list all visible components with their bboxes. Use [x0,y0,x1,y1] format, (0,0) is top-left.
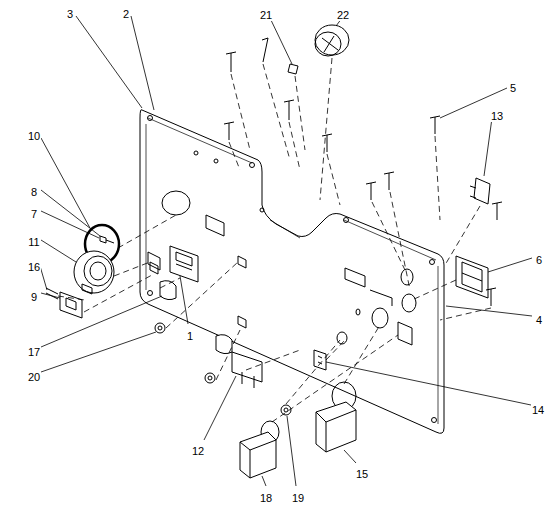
callout-holder: 20 [27,367,41,385]
assembly-lines [58,58,491,422]
connector-block [60,292,82,318]
callout-holder: 18 [259,488,273,506]
callout-number: 19 [291,492,305,504]
callout-holder: 7 [30,204,38,222]
callout-number: 6 [535,254,543,266]
leader-lines [40,16,532,486]
callout-number: 5 [509,82,517,94]
screw-small [100,236,114,243]
callout-number: 11 [27,236,40,248]
callout-holder: 2 [122,4,130,22]
clip [288,64,298,74]
switch-contact [314,350,326,370]
callout-number: 9 [30,291,38,303]
callout-holder: 15 [355,464,369,482]
nut [155,323,165,333]
callout-number: 7 [30,208,38,220]
callout-holder: 8 [30,182,38,200]
terminal-block [170,246,198,282]
panel-flange [146,118,438,424]
callout-number: 14 [531,404,545,416]
screws [224,38,502,306]
callout-number: 16 [27,261,41,273]
callout-holder: 16 [27,257,41,275]
callout-holder: 9 [30,287,38,305]
receptacle [74,251,114,293]
callout-number: 12 [191,445,205,457]
callout-number: 1 [186,330,194,342]
control-panel [140,110,444,434]
callout-number: 10 [27,130,41,142]
clamp [160,281,176,300]
selector-switch [316,382,356,452]
nut [205,373,215,383]
callout-number: 21 [259,9,273,21]
callout-holder: 14 [531,400,545,418]
callout-holder: 10 [27,126,41,144]
callout-holder: 12 [191,441,205,459]
indicator-lamp [470,178,490,204]
callout-holder: 6 [535,250,543,268]
callout-number: 8 [30,186,38,198]
callout-holder: 13 [490,106,504,124]
callout-number: 13 [490,110,504,122]
callout-holder: 3 [66,4,74,22]
callout-number: 2 [122,8,130,20]
knob [315,25,349,56]
callout-holder: 4 [535,310,543,328]
rocker-switch [456,256,488,298]
callout-holder: 22 [336,5,350,23]
callout-number: 17 [27,346,41,358]
pushbutton-switch [240,421,279,478]
callout-holder: 11 [27,232,40,250]
callout-holder: 1 [186,326,194,344]
callout-number: 4 [535,314,543,326]
callout-holder: 5 [509,78,517,96]
callout-holder: 21 [259,5,273,23]
callout-holder: 19 [291,488,305,506]
callout-number: 3 [66,8,74,20]
callout-holder: 17 [27,342,41,360]
callout-number: 22 [336,9,350,21]
callout-number: 20 [27,371,41,383]
callout-number: 15 [355,468,369,480]
callout-number: 18 [259,492,273,504]
spacers [82,256,246,328]
